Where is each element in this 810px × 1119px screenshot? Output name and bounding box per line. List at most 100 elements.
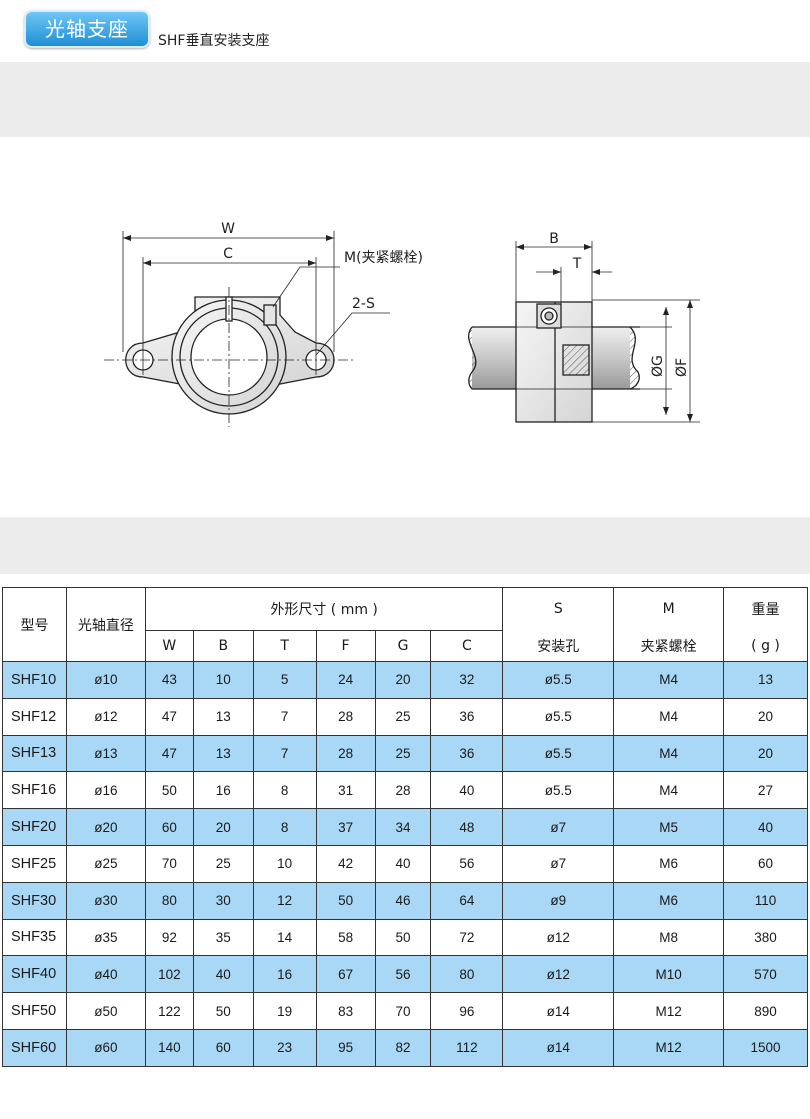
cell-mount-hole: ø5.5 <box>502 661 615 699</box>
cell-t: 16 <box>252 955 317 994</box>
cell-c: 72 <box>430 918 504 957</box>
cell-clamp-bolt: M4 <box>613 771 725 810</box>
cell-mount-hole: ø5.5 <box>502 697 615 736</box>
cell-f: 42 <box>315 844 376 883</box>
head-dim-t: T <box>252 630 317 662</box>
cell-w: 80 <box>144 881 194 920</box>
cell-clamp-bolt: M12 <box>613 1028 725 1067</box>
cell-clamp-bolt: M10 <box>613 955 725 994</box>
cell-c: 64 <box>430 881 504 920</box>
cell-clamp-bolt: M5 <box>613 808 725 846</box>
cell-f: 50 <box>315 881 376 920</box>
label-w: W <box>221 221 235 237</box>
cell-b: 10 <box>192 661 254 699</box>
cell-f: 67 <box>315 955 376 994</box>
cell-b: 60 <box>192 1028 254 1067</box>
cell-g: 28 <box>374 771 432 810</box>
label-f: ØF <box>674 358 690 377</box>
cell-c: 96 <box>430 992 504 1030</box>
cell-t: 8 <box>252 808 317 846</box>
cell-b: 13 <box>192 734 254 773</box>
cell-clamp-bolt: M8 <box>613 918 725 957</box>
cell-g: 34 <box>374 808 432 846</box>
cell-w: 122 <box>144 992 194 1030</box>
cell-g: 82 <box>374 1028 432 1067</box>
head-dim-c: C <box>430 630 504 662</box>
cell-model: SHF50 <box>2 992 67 1030</box>
cell-model: SHF30 <box>2 881 67 920</box>
table-header: 型号 光轴直径 外形尺寸 ( mm ) S M 重量 W B T F G C 安… <box>2 587 808 662</box>
cell-w: 43 <box>144 661 194 699</box>
cell-t: 14 <box>252 918 317 957</box>
cell-b: 16 <box>192 771 254 810</box>
cell-w: 102 <box>144 955 194 994</box>
label-t: T <box>572 256 582 272</box>
cell-mount-hole: ø12 <box>502 955 615 994</box>
cell-model: SHF20 <box>2 808 67 846</box>
cell-f: 28 <box>315 697 376 736</box>
cell-w: 47 <box>144 697 194 736</box>
cell-weight: 27 <box>723 771 808 810</box>
cell-t: 8 <box>252 771 317 810</box>
cell-b: 40 <box>192 955 254 994</box>
cell-g: 56 <box>374 955 432 994</box>
head-model: 型号 <box>2 587 67 662</box>
shaft-break-right <box>629 326 640 390</box>
cell-g: 25 <box>374 734 432 773</box>
cell-c: 36 <box>430 697 504 736</box>
cell-w: 92 <box>144 918 194 957</box>
head-dim-g: G <box>374 630 432 662</box>
cell-w: 60 <box>144 808 194 846</box>
cell-mount-hole: ø14 <box>502 992 615 1030</box>
cell-t: 12 <box>252 881 317 920</box>
cell-b: 20 <box>192 808 254 846</box>
cell-shaft-diameter: ø30 <box>65 881 146 920</box>
cell-c: 80 <box>430 955 504 994</box>
cell-t: 5 <box>252 661 317 699</box>
cell-c: 48 <box>430 808 504 846</box>
side-view <box>468 241 700 423</box>
cell-shaft-diameter: ø20 <box>65 808 146 846</box>
cell-weight: 20 <box>723 697 808 736</box>
cell-b: 50 <box>192 992 254 1030</box>
cell-t: 7 <box>252 697 317 736</box>
head-dim-w: W <box>144 630 194 662</box>
category-badge: 光轴支座 <box>24 10 150 48</box>
cell-b: 25 <box>192 844 254 883</box>
cell-clamp-bolt: M4 <box>613 697 725 736</box>
cell-mount-hole: ø14 <box>502 1028 615 1067</box>
head-dim-b: B <box>192 630 254 662</box>
cell-mount-hole: ø5.5 <box>502 734 615 773</box>
cell-shaft-diameter: ø60 <box>65 1028 146 1067</box>
cell-w: 140 <box>144 1028 194 1067</box>
cell-weight: 40 <box>723 808 808 846</box>
cell-mount-hole: ø7 <box>502 844 615 883</box>
side-thread <box>562 344 590 376</box>
cell-shaft-diameter: ø40 <box>65 955 146 994</box>
cell-clamp-bolt: M4 <box>613 734 725 773</box>
head-shaft: 光轴直径 <box>65 587 146 662</box>
cell-model: SHF35 <box>2 918 67 957</box>
cell-model: SHF60 <box>2 1028 67 1067</box>
cell-model: SHF12 <box>2 697 67 736</box>
cell-f: 83 <box>315 992 376 1030</box>
cell-weight: 13 <box>723 661 808 699</box>
head-dims: 外形尺寸 ( mm ) <box>144 587 504 631</box>
head-weight-unit: ( g ) <box>723 630 808 662</box>
cell-shaft-diameter: ø35 <box>65 918 146 957</box>
head-s-name: 安装孔 <box>502 630 615 662</box>
product-subtitle: SHF垂直安装支座 <box>158 33 270 49</box>
cell-g: 70 <box>374 992 432 1030</box>
cell-clamp-bolt: M6 <box>613 844 725 883</box>
cell-c: 36 <box>430 734 504 773</box>
head-m-name: 夹紧螺栓 <box>613 630 725 662</box>
